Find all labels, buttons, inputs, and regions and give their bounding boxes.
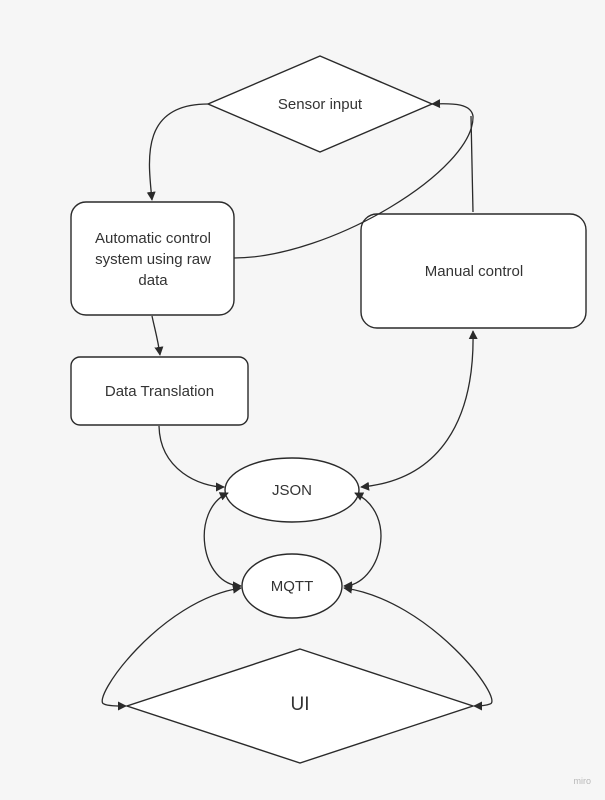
json-node[interactable] <box>224 457 360 523</box>
data-translation-node[interactable] <box>70 356 249 426</box>
miro-watermark: miro <box>573 776 592 786</box>
edge-mqtt-ui-right <box>343 584 493 711</box>
sensor-input-label: Sensor input <box>277 96 363 113</box>
ui-label: UI <box>290 694 310 715</box>
mqtt-label: MQTT <box>270 578 314 595</box>
edge-mqtt-ui-left <box>101 584 242 711</box>
manual-control-label: Manual control <box>424 263 524 280</box>
sensor-input-node[interactable] <box>206 55 434 153</box>
edge-manual-to-sensor <box>470 115 474 213</box>
edge-automatic-to-translation <box>151 315 164 356</box>
data-translation-label: Data Translation <box>104 383 215 400</box>
manual-control-node[interactable] <box>360 213 587 329</box>
automatic-control-label: Automatic control system using raw data <box>95 230 211 289</box>
mqtt-node[interactable] <box>241 553 343 619</box>
edge-json-manual <box>360 330 478 491</box>
edge-json-mqtt-left <box>203 492 242 591</box>
edge-automatic-to-sensor <box>233 99 474 259</box>
edge-translation-to-json <box>158 425 225 492</box>
edge-sensor-to-automatic <box>146 103 209 201</box>
edge-json-mqtt-right <box>343 492 382 591</box>
json-label: JSON <box>271 482 312 499</box>
